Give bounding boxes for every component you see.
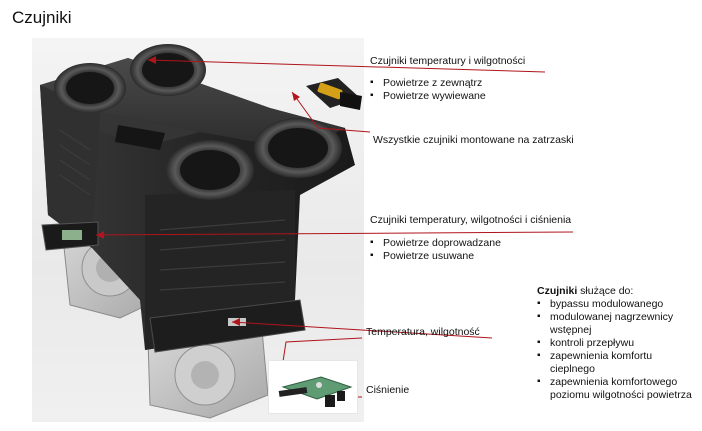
- list-item: zapewnienia komfortowego poziomu wilgotn…: [537, 375, 697, 402]
- pressure-sensor-inset: [268, 360, 358, 414]
- list-item: Powietrze doprowadzane: [370, 236, 501, 250]
- list-temp-humidity-pressure-air: Powietrze doprowadzane Powietrze usuwane: [370, 236, 501, 263]
- list-item: Powietrze wywiewane: [370, 89, 486, 103]
- list-item: kontroli przepływu: [537, 336, 697, 350]
- label-pressure: Ciśnienie: [366, 384, 410, 396]
- label-temp-humidity-pressure-sensors: Czujniki temperatury, wilgotności i ciśn…: [370, 214, 572, 226]
- sensor-uses-panel: Czujniki służące do: bypassu modulowaneg…: [537, 285, 697, 402]
- list-item: bypassu modulowanego: [537, 297, 697, 311]
- air-pipe-front: [166, 140, 254, 200]
- pressure-sensor-board-icon: [278, 376, 353, 407]
- sensor-uses-heading: Czujniki służące do:: [537, 285, 697, 298]
- sensor-uses-list: bypassu modulowanego modulowanej nagrzew…: [537, 297, 697, 402]
- label-temp-humidity-sensors: Czujniki temperatury i wilgotności: [370, 55, 526, 67]
- list-item: Powietrze usuwane: [370, 249, 501, 263]
- sensor-uses-heading-bold: Czujniki: [537, 285, 578, 297]
- label-clip-mount: Wszystkie czujniki montowane na zatrzask…: [373, 134, 574, 146]
- clip-sensor-icon: [306, 78, 362, 110]
- sensor-uses-heading-rest: służące do:: [577, 285, 634, 297]
- air-pipe-left: [54, 63, 126, 113]
- list-temp-humidity-air: Powietrze z zewnątrz Powietrze wywiewane: [370, 76, 486, 103]
- list-item: modulowanej nagrzewnicy wstępnej: [537, 310, 697, 337]
- air-pipe-top: [130, 44, 206, 96]
- leader-lines: [95, 59, 574, 398]
- list-item: zapewnienia komfortu cieplnego: [537, 349, 697, 376]
- label-temperature-humidity: Temperatura, wilgotność: [366, 326, 480, 338]
- air-pipe-right: [254, 118, 342, 178]
- page-title: Czujniki: [12, 8, 72, 27]
- list-item: Powietrze z zewnątrz: [370, 76, 486, 90]
